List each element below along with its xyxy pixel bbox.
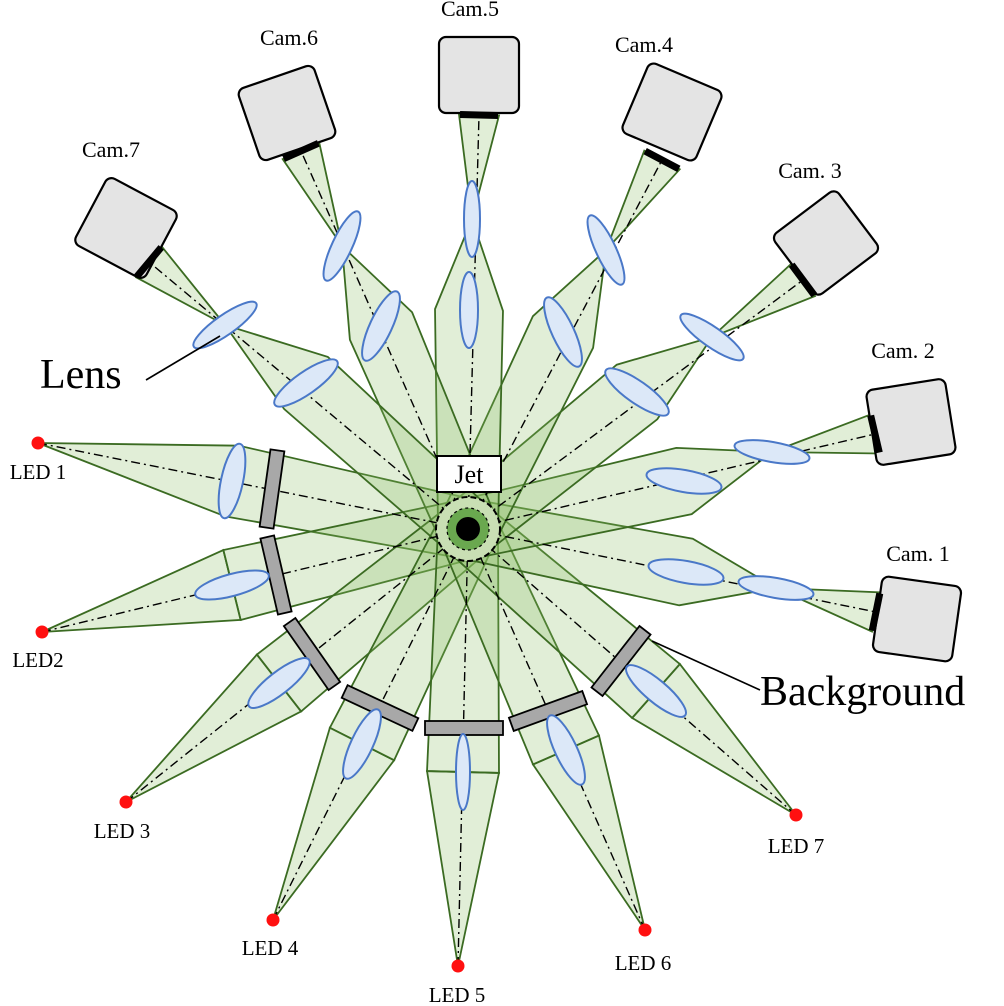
led-4-label: LED 4 [242,936,299,960]
led-5-label: LED 5 [429,983,486,1006]
camera-2-mount [867,414,883,454]
led-6-label: LED 6 [615,951,672,975]
camera-6 [237,64,337,162]
led-2-source [35,625,49,639]
camera-5-label: Cam.5 [441,0,499,21]
camera-2-axis [467,433,876,530]
camera-2-label: Cam. 2 [871,338,935,363]
camera-6-body [237,64,337,162]
camera-6-axis [300,150,469,530]
camera-7-field-lens [273,358,339,408]
camera-3-label: Cam. 3 [778,158,842,183]
camera-2-field-lens [645,467,723,495]
leds-layer [31,436,803,973]
led-7-label: LED 7 [768,834,825,858]
jet-label-box: Jet [436,455,502,493]
jet-core [456,517,480,541]
led-5-source [451,959,465,973]
background-plate-5 [424,720,504,736]
camera-5-field-lens [459,271,479,349]
camera-7-body [74,177,178,279]
camera-4 [621,62,723,162]
camera-2-body [865,378,957,466]
camera-6-focus-lens [322,210,362,282]
camera-3-mount [788,262,818,298]
led-4-lens [342,708,382,780]
led-4-source [266,913,280,927]
led-1-source [31,436,45,450]
camera-7-focus-lens [192,300,258,350]
led-6-axis [467,528,646,931]
camera-1-mount [868,592,884,632]
led-1-label: LED 1 [10,460,67,484]
led-1-lens [217,442,247,520]
camera-5-mount [459,110,499,120]
camera-1-body [871,575,963,663]
background-plates-layer [258,448,652,736]
camera-1-field-lens [647,558,725,586]
camera-5-focus-lens [463,180,481,258]
background-callout-line [651,640,761,691]
led-5-lens [455,733,471,811]
led-3-label: LED 3 [94,819,151,843]
led-6-source [638,923,652,937]
camera-1 [871,575,963,663]
lenses-layer [192,180,815,811]
led-4-axis [272,528,469,921]
led-2-label: LED2 [12,648,63,672]
camera-3-field-lens [604,367,670,417]
lens-label: Lens [40,352,122,398]
led-1-cone [37,442,241,518]
camera-7-mount [134,245,164,279]
camera-4-label: Cam.4 [615,32,673,57]
led-3-lens [247,657,311,709]
camera-7-label: Cam.7 [82,137,140,162]
jet-region [435,496,501,562]
camera-2-focus-lens [733,439,811,465]
camera-4-focus-lens [586,214,626,286]
background-plate-1 [258,448,286,530]
camera-7-axis [148,261,469,530]
led-6-cone [531,734,646,931]
camera-7 [74,177,178,279]
camera-4-body [621,62,723,162]
camera-5 [437,35,521,115]
led-4-cone [272,726,396,921]
led-1-axis [37,442,469,530]
background-plate-7 [590,624,652,698]
camera-4-axis [467,159,663,530]
led-7-lens [625,664,687,718]
led-2-axis [41,528,469,633]
camera-6-label: Cam.6 [260,25,318,50]
camera-1-focus-lens [737,575,815,601]
led-6-lens [546,714,586,786]
camera-5-axis [467,114,480,530]
led-3-source [119,795,133,809]
camera-1-label: Cam. 1 [886,541,950,566]
camera-2 [865,378,957,466]
camera-6-mount [282,140,320,162]
camera-4-field-lens [543,296,583,368]
jet-label-frame [436,455,502,493]
camera-4-mount [643,148,681,172]
camera-3-axis [467,279,804,530]
jet-label: Jet [455,460,485,489]
led-5-axis [457,528,469,967]
led-2-lens [194,569,270,601]
background-label: Background [760,669,965,715]
led-3-axis [125,528,469,803]
cameras-layer [74,35,963,663]
camera-5-body [437,35,521,115]
camera-6-field-lens [361,290,401,362]
lens-callout-line [145,335,221,381]
led-7-source [789,808,803,822]
camera-3-focus-lens [679,312,745,362]
